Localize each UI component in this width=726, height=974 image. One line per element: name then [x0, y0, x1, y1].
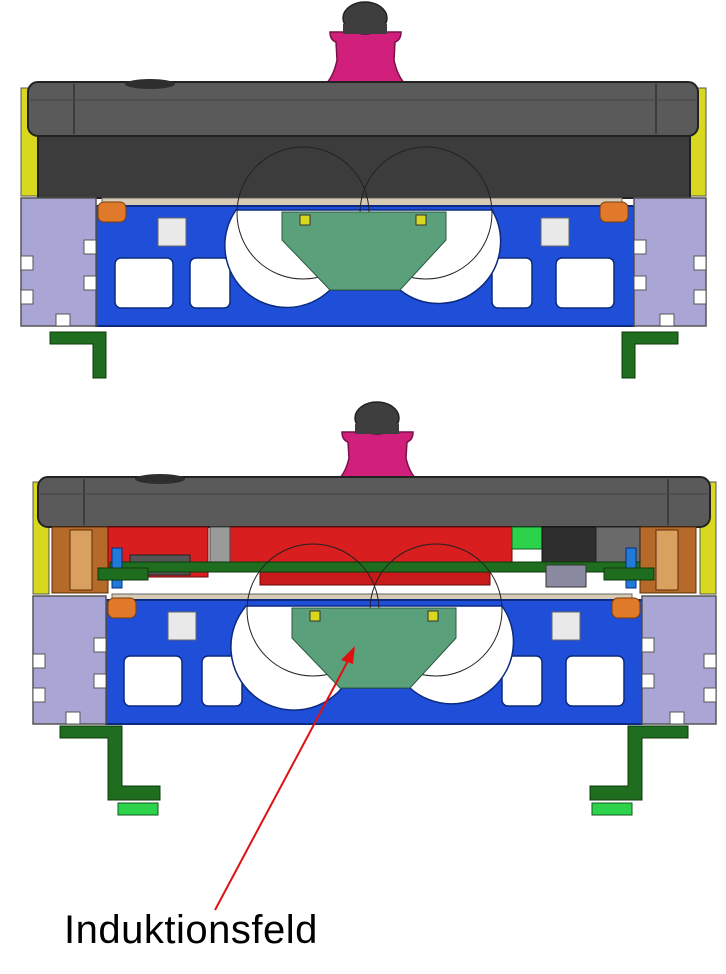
knob-top: [324, 1, 407, 85]
spacer-right-top: [599, 201, 629, 223]
internals-bottom: [51, 526, 697, 594]
rail-left-bottom: [32, 595, 107, 725]
bracket-right-top: [621, 331, 679, 379]
rail-right-top: [633, 197, 707, 327]
top-assembly: [20, 1, 707, 379]
bracket-left-bottom: [59, 725, 161, 801]
coil-circles-bottom: [246, 543, 503, 689]
rail-left-top: [20, 197, 97, 327]
housing-top: [27, 79, 699, 199]
induction-field-area: [291, 607, 457, 689]
pad-right-bottom: [591, 802, 633, 816]
pad-left-bottom: [117, 802, 159, 816]
bottom-assembly: [32, 401, 717, 816]
spacer-left-bottom: [107, 597, 137, 619]
spacer-left-top: [97, 201, 127, 223]
callout-label: Induktionsfeld: [64, 908, 318, 952]
bracket-right-bottom: [589, 725, 689, 801]
spacer-right-bottom: [611, 597, 641, 619]
bracket-left-top: [49, 331, 107, 379]
coil-circles-top: [236, 146, 493, 291]
knob-bottom: [336, 401, 419, 481]
housing-bottom: [37, 474, 711, 528]
rail-right-bottom: [641, 595, 717, 725]
callout-arrow: [214, 646, 355, 911]
